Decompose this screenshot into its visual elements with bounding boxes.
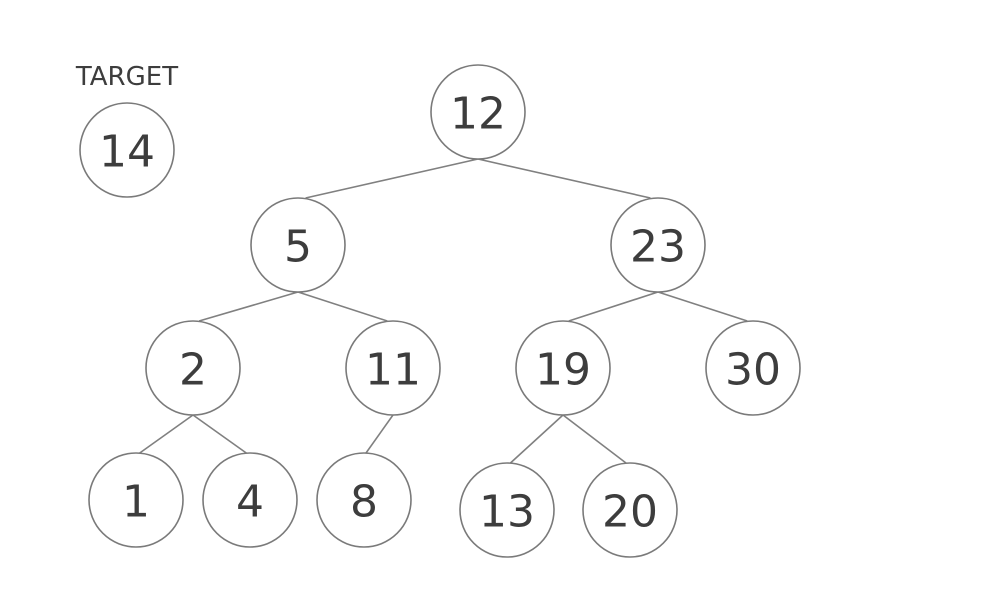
- edge-n5-n2: [198, 291, 299, 322]
- tree-node-label: 13: [479, 487, 535, 538]
- tree-node-label: 12: [450, 89, 506, 140]
- tree-node-23: 23: [610, 197, 706, 293]
- tree-node-circle: [459, 462, 555, 558]
- tree-node-circle: [705, 320, 801, 416]
- tree-node-label: 5: [284, 222, 312, 273]
- edge-n23-n19: [568, 291, 659, 322]
- tree-node-8: 8: [316, 452, 412, 548]
- tree-node-2: 2: [145, 320, 241, 416]
- edge-n5-n11: [297, 291, 388, 322]
- tree-node-circle: [610, 197, 706, 293]
- target-caption: TARGET: [75, 62, 178, 92]
- tree-node-circle: [515, 320, 611, 416]
- tree-node-label: 23: [630, 222, 686, 273]
- tree-node-5: 5: [250, 197, 346, 293]
- edge-n23-n30: [657, 291, 748, 322]
- tree-node-13: 13: [459, 462, 555, 558]
- edge-n2-n4: [192, 414, 247, 454]
- tree-node-circle: [250, 197, 346, 293]
- tree-node-circle: [430, 64, 526, 160]
- tree-node-label: 4: [236, 477, 264, 528]
- tree-node-circle: [202, 452, 298, 548]
- tree-node-label: 2: [179, 345, 207, 396]
- target-indicator: TARGET 14: [75, 62, 178, 198]
- tree-node-label: 19: [535, 345, 591, 396]
- tree-node-circle: [316, 452, 412, 548]
- tree-node-4: 4: [202, 452, 298, 548]
- edge-n19-n13: [509, 414, 564, 464]
- tree-node-20: 20: [582, 462, 678, 558]
- edge-n12-n23: [477, 158, 651, 199]
- tree-node-19: 19: [515, 320, 611, 416]
- target-node-circle: [79, 102, 175, 198]
- tree-node-circle: [345, 320, 441, 416]
- tree-node-1: 1: [88, 452, 184, 548]
- edge-n2-n1: [139, 414, 194, 454]
- tree-node-circle: [582, 462, 678, 558]
- target-node-label: 14: [99, 127, 155, 178]
- edge-n19-n20: [562, 414, 627, 464]
- tree-node-label: 30: [725, 345, 781, 396]
- edge-n12-n5: [305, 158, 479, 199]
- tree-node-circle: [145, 320, 241, 416]
- edge-n11-n8: [365, 414, 394, 454]
- tree-node-30: 30: [705, 320, 801, 416]
- tree-edges: [139, 158, 748, 464]
- tree-node-12: 12: [430, 64, 526, 160]
- tree-node-label: 8: [350, 477, 378, 528]
- tree-node-circle: [88, 452, 184, 548]
- tree-node-label: 20: [602, 487, 658, 538]
- tree-node-label: 11: [365, 345, 421, 396]
- tree-node-11: 11: [345, 320, 441, 416]
- tree-node-label: 1: [122, 477, 150, 528]
